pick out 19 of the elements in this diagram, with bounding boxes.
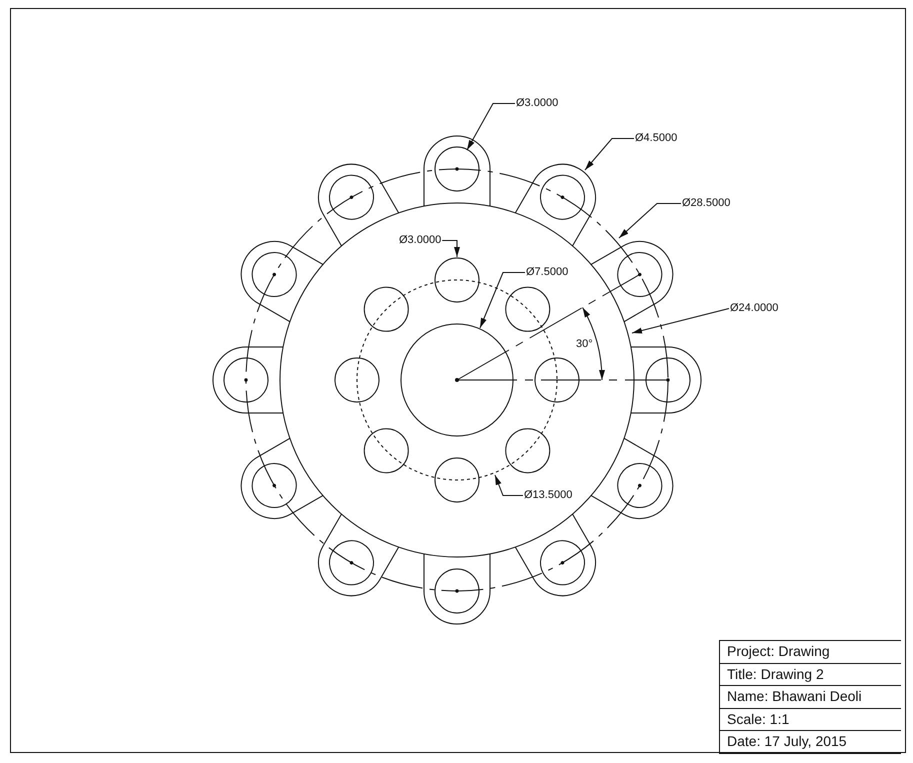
dimension-text: Ø28.5000 bbox=[681, 197, 732, 210]
dimension-text: Ø24.0000 bbox=[729, 302, 780, 315]
title-block-cell: Name: Bhawani Deoli bbox=[720, 685, 901, 708]
leader-line bbox=[618, 203, 682, 238]
dimension-text: Ø4.5000 bbox=[634, 132, 678, 145]
dimension-text: Ø13.5000 bbox=[523, 489, 574, 502]
title-block-cell-text: Project: Drawing bbox=[726, 642, 831, 661]
leader-line bbox=[480, 272, 526, 328]
title-block-cell: Scale: 1:1 bbox=[720, 708, 901, 730]
title-block-cell: Date: 17 July, 2015 bbox=[720, 730, 901, 752]
dimension-text: Ø3.0000 bbox=[398, 234, 442, 247]
title-block-cell: Title: Drawing 2 bbox=[720, 662, 901, 685]
dimension-text: Ø7.5000 bbox=[525, 266, 570, 279]
leader-line bbox=[632, 308, 730, 334]
leader-line bbox=[494, 474, 524, 496]
leader-line bbox=[466, 103, 516, 150]
dimension-text: Ø3.0000 bbox=[515, 97, 560, 110]
leader-line bbox=[442, 240, 460, 258]
leader-line bbox=[584, 138, 634, 170]
